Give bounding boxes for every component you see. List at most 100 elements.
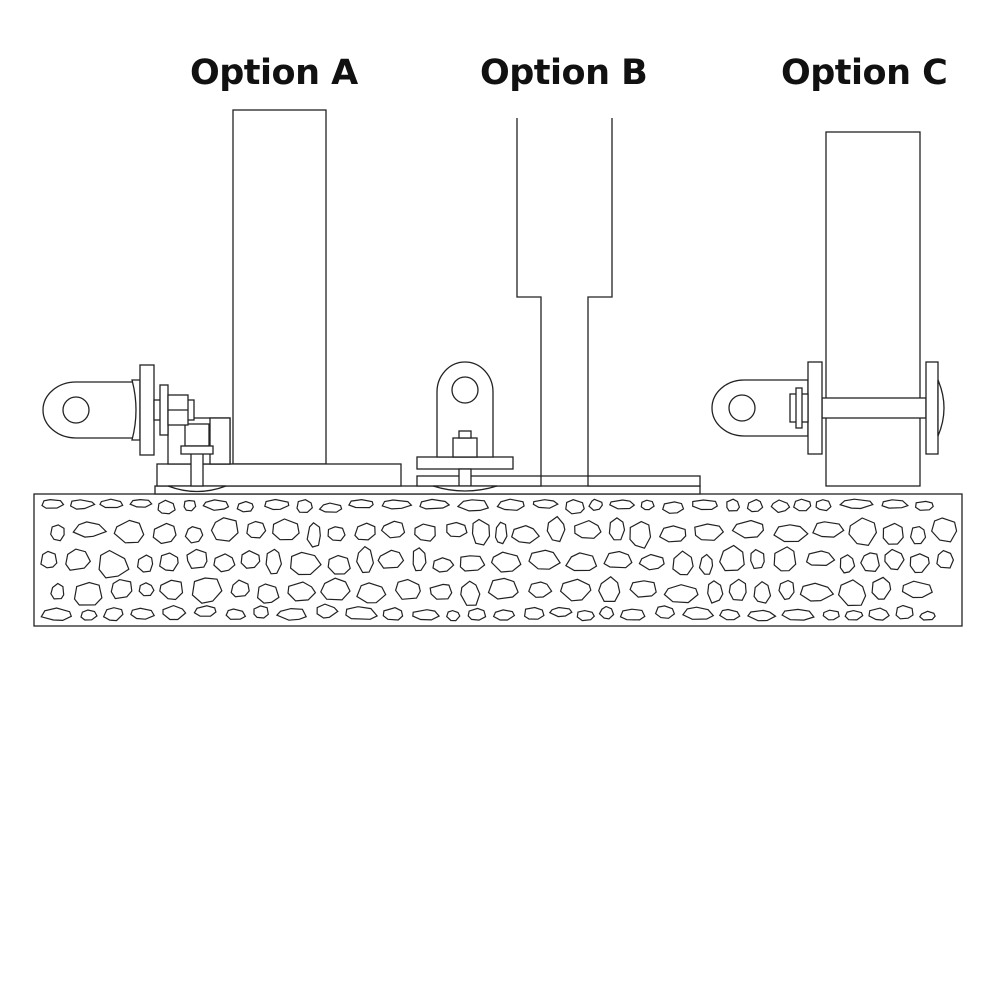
stone: [838, 498, 874, 510]
stone: [490, 551, 522, 573]
stone: [895, 604, 914, 620]
stone: [909, 553, 930, 574]
stone: [356, 582, 387, 604]
stone-texture: [40, 498, 958, 622]
stone: [113, 519, 145, 544]
stone: [496, 498, 525, 511]
stone: [698, 553, 714, 575]
stone: [99, 498, 124, 509]
option-a-vertical-nut: [184, 423, 210, 447]
stone: [136, 554, 154, 573]
stone: [356, 545, 375, 574]
stone: [296, 499, 313, 514]
option-b-eye-hole: [451, 376, 479, 404]
stone: [936, 549, 955, 569]
stone: [565, 552, 598, 572]
stone: [746, 498, 764, 513]
stone: [202, 499, 230, 511]
stone: [559, 578, 592, 602]
stone: [608, 517, 626, 541]
stone: [213, 553, 236, 573]
stone: [381, 499, 413, 510]
stone: [528, 581, 553, 598]
option-a-label: Option A: [190, 53, 358, 93]
option-b-assembly: [416, 118, 701, 492]
stone: [412, 609, 441, 621]
option-c-assembly: [711, 131, 945, 487]
stone: [460, 580, 481, 606]
stone: [459, 555, 486, 572]
stone: [162, 604, 187, 621]
stone: [382, 607, 404, 621]
stone: [792, 498, 812, 512]
stone: [272, 518, 300, 541]
option-b-foot-plate: [587, 475, 701, 487]
option-c-eye-lug: [711, 379, 809, 437]
option-a-eye-hole: [62, 396, 90, 424]
stone: [528, 549, 561, 570]
stone: [157, 499, 176, 515]
option-b-bolt-head: [432, 485, 498, 492]
option-a-horizontal-nut: [159, 384, 169, 436]
stone: [240, 550, 261, 569]
stone: [419, 498, 451, 510]
stone: [548, 606, 573, 618]
stone: [629, 580, 657, 598]
option-b-nut: [452, 437, 478, 458]
stone: [225, 608, 247, 620]
stone: [909, 525, 927, 545]
stone: [672, 550, 694, 576]
stone: [919, 610, 936, 621]
stone: [588, 498, 603, 511]
stone: [159, 579, 184, 601]
stone: [467, 607, 487, 621]
stone: [253, 605, 269, 619]
stone: [848, 517, 878, 547]
stone: [432, 557, 455, 573]
option-c-post: [825, 131, 921, 487]
stone: [901, 580, 933, 599]
stone: [446, 609, 461, 622]
stone-foundation-slab: [33, 493, 963, 627]
stone: [532, 499, 559, 509]
stone: [844, 609, 864, 621]
stone: [327, 554, 351, 575]
stone: [799, 582, 835, 602]
stone: [492, 609, 516, 621]
stone: [471, 518, 491, 546]
stone: [881, 499, 910, 509]
stone: [73, 581, 103, 606]
base-plate: [154, 485, 701, 495]
stone: [236, 500, 254, 513]
stone: [446, 521, 468, 538]
stone: [781, 608, 815, 621]
stone: [348, 498, 374, 509]
option-c-label: Option C: [781, 53, 948, 93]
stone: [256, 583, 280, 604]
stone: [731, 519, 765, 539]
stone: [306, 522, 321, 548]
stone: [609, 499, 636, 510]
stone: [546, 515, 566, 543]
stone: [494, 521, 508, 545]
stone: [152, 522, 177, 545]
stone: [320, 577, 351, 601]
stone: [80, 609, 98, 621]
stone: [574, 519, 602, 539]
stone: [102, 607, 124, 622]
stone: [871, 576, 892, 600]
stone: [750, 548, 765, 570]
stone: [692, 499, 719, 511]
option-b-label: Option B: [480, 53, 648, 93]
stone: [931, 517, 958, 543]
stone: [812, 521, 845, 538]
option-c-right-cap: [937, 379, 945, 437]
stone: [159, 552, 179, 572]
stone: [629, 520, 652, 549]
stone: [753, 580, 772, 604]
stone: [246, 520, 267, 539]
option-b-washer-top: [416, 456, 514, 470]
stone: [663, 584, 699, 604]
stone: [289, 551, 322, 576]
